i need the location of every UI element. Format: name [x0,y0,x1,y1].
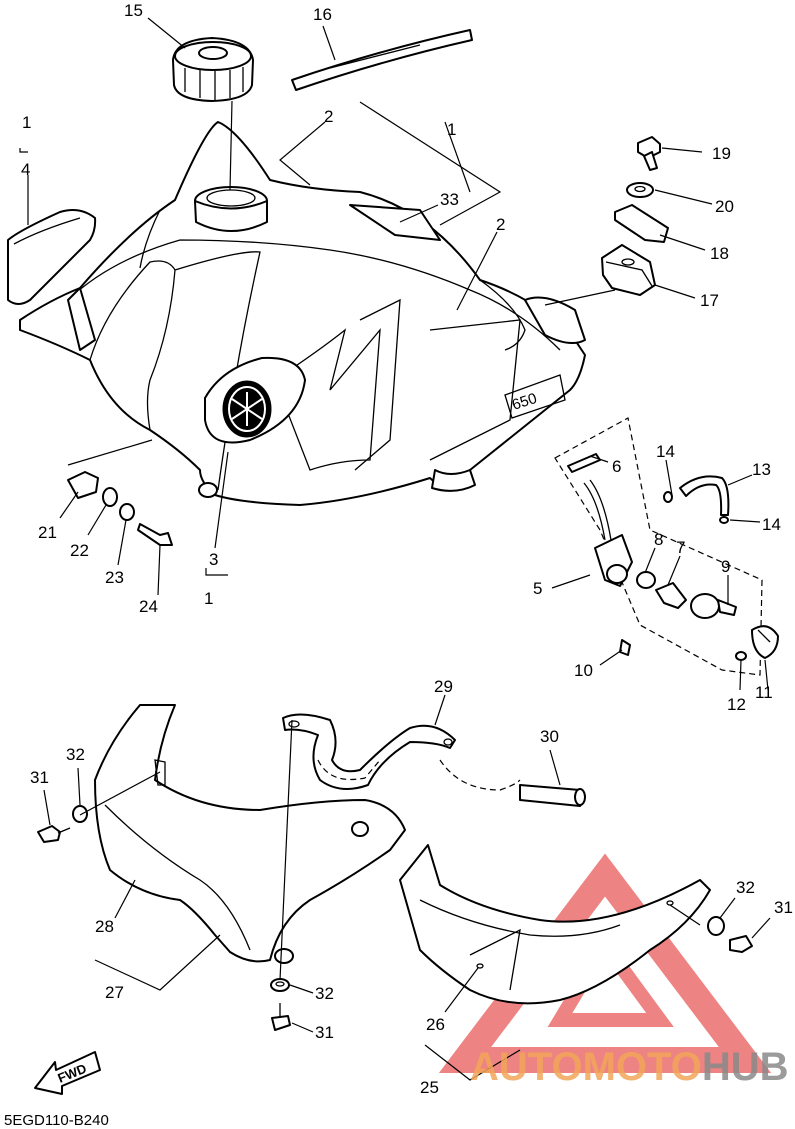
washer-32-left [72,805,88,823]
callout-32: 32 [736,878,755,897]
diagram-code: 5EGD110-B240 [4,1112,109,1129]
callout-31: 31 [315,1023,334,1042]
watermark-part-moto: MOTO [583,1045,702,1089]
callout-11: 11 [755,683,773,702]
callout-21: 21 [38,523,57,542]
callout-8: 8 [654,530,663,549]
callout-33: 33 [440,190,459,209]
callout-15: 15 [124,1,143,20]
callout-25: 25 [420,1078,439,1097]
callout-1: 1 [204,589,213,608]
petcock-5 [583,479,633,656]
callout-17: 17 [700,291,719,310]
callout-1: 1 [447,120,456,139]
bracket-29 [282,713,521,791]
callout-24: 24 [139,597,158,616]
callout-14: 14 [762,515,781,534]
side-cover-left [94,704,406,964]
callout-10: 10 [574,661,593,680]
watermark-part-auto: AUTO [470,1045,583,1089]
watermark-text: AUTOMOTOHUB [470,1045,789,1089]
callout-22: 22 [70,541,89,560]
callout-14: 14 [656,442,675,461]
washer-32-bottom [270,978,290,992]
grommet-21 [67,471,99,499]
callout-numbers: 15 16 2 1 1 4 33 2 19 20 18 17 6 14 13 1… [21,1,793,1097]
fuel-tank: 650 [19,121,586,506]
callout-12: 12 [727,695,746,714]
callout-2: 2 [324,107,333,126]
callout-23: 23 [105,568,124,587]
callout-31: 31 [30,768,49,787]
callout-4: 4 [21,160,30,179]
screw-12 [735,651,747,661]
knob-11 [751,625,779,659]
callout-5: 5 [533,579,542,598]
callout-30: 30 [540,727,559,746]
collar-23 [119,503,135,521]
bolt-31-left [37,825,71,843]
callout-27: 27 [105,983,124,1002]
callout-29: 29 [434,677,453,696]
forward-arrow-icon: FWD [34,1051,101,1095]
washer-22 [102,487,118,507]
callout-28: 28 [95,917,114,936]
screen-6 [567,453,601,473]
o-ring-8 [636,571,656,589]
breather-hose [291,29,473,91]
leader-lines [19,17,771,1081]
callout-31: 31 [774,898,793,917]
callout-13: 13 [752,460,771,479]
callout-19: 19 [712,144,731,163]
callout-9: 9 [721,557,730,576]
callout-1: 1 [22,113,31,132]
callout-6: 6 [612,457,621,476]
hose-13 [663,475,730,524]
damper-17 [601,244,656,296]
bolt-31-right [729,935,753,953]
fuel-cap [172,37,254,102]
bolt-19 [637,136,661,171]
damper-18 [614,204,669,243]
callout-7: 7 [676,538,685,557]
callout-32: 32 [66,745,85,764]
callout-16: 16 [313,5,332,24]
callout-3: 3 [209,550,218,569]
callout-20: 20 [715,197,734,216]
bolt-24 [137,523,173,546]
tank-decal-left [7,209,97,305]
washer-32-right [707,916,725,936]
washer-20 [626,182,654,198]
callout-18: 18 [710,244,729,263]
callout-26: 26 [426,1015,445,1034]
lever-7 [655,582,687,609]
side-cover-right [399,844,711,1005]
watermark-part-hub: HUB [702,1045,789,1089]
callout-32: 32 [315,984,334,1003]
callout-2: 2 [496,215,505,234]
hose-30 [519,784,586,807]
svg-text:650: 650 [510,390,539,414]
bolt-31-bottom [271,1003,291,1031]
plate-9 [690,593,737,619]
